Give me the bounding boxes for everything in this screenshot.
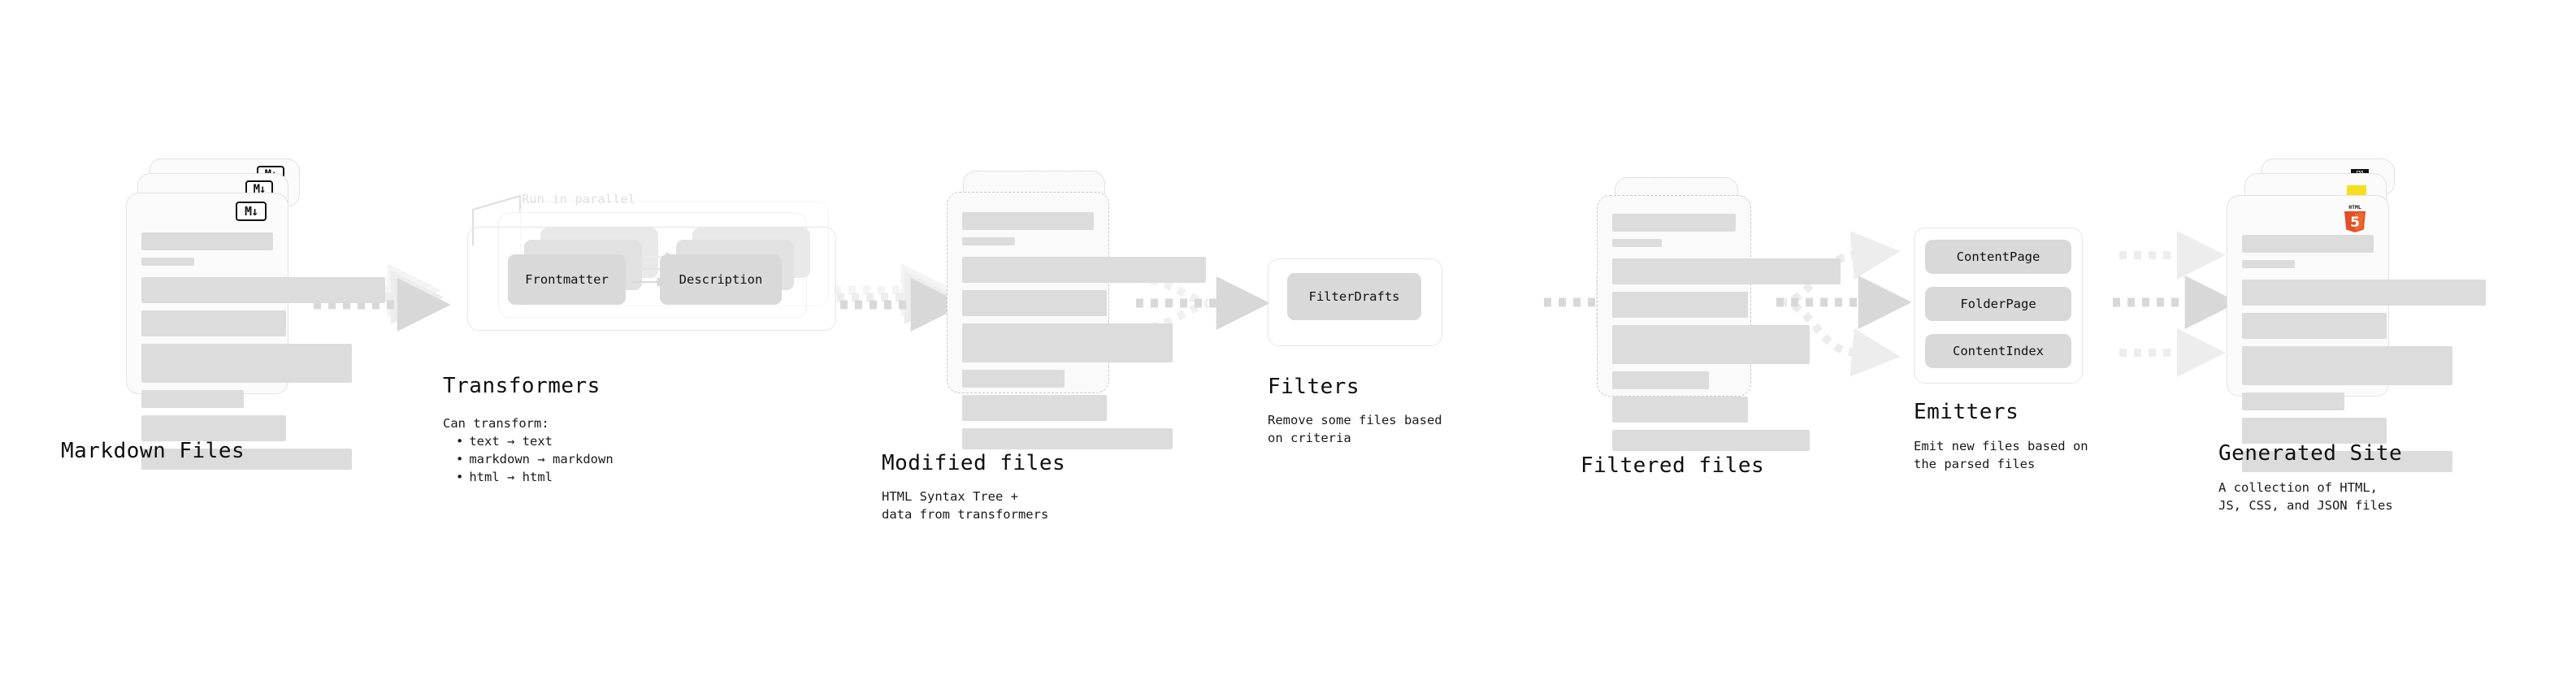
markdown-placeholder-bars <box>141 232 385 477</box>
connector-modified-to-filters <box>1135 275 1270 332</box>
stage-modified-files[interactable]: Modified files HTML Syntax Tree + data f… <box>882 171 1206 522</box>
placeholder-bar <box>962 370 1065 388</box>
filterdrafts-pill[interactable]: FilterDrafts <box>1287 273 1421 320</box>
stage-transformers[interactable]: Frontmatter Description Run in parallel … <box>443 191 849 484</box>
site-placeholder-bars <box>2242 235 2486 479</box>
markdown-files-title: Markdown Files <box>61 439 245 463</box>
transformers-title: Transformers <box>443 374 601 398</box>
stage-emitters[interactable]: ContentPage FolderPage ContentIndex Emit… <box>1914 228 2117 471</box>
filters-title: Filters <box>1268 375 1360 399</box>
placeholder-bar <box>1612 258 1841 284</box>
placeholder-bar <box>1612 430 1811 451</box>
contentpage-pill[interactable]: ContentPage <box>1925 240 2071 274</box>
placeholder-bar <box>141 415 287 441</box>
placeholder-bar <box>1612 397 1749 423</box>
html5-icon: HTML 5 <box>2344 204 2366 232</box>
stage-generated-site[interactable]: CSS HTML 5 Generated Site A collection o… <box>2218 158 2486 513</box>
placeholder-bar <box>962 237 1015 245</box>
placeholder-bar <box>141 390 245 408</box>
placeholder-bar <box>1612 214 1736 232</box>
connector-emitters-to-site <box>2113 231 2239 377</box>
transform-item-html: html → html <box>456 468 614 486</box>
placeholder-bar <box>141 258 194 266</box>
placeholder-bar <box>2242 313 2387 339</box>
transformers-subtitle-heading: Can transform: <box>443 416 549 431</box>
transformer-group-back2 <box>520 201 829 306</box>
filtered-card-front[interactable] <box>1597 195 1841 451</box>
run-in-parallel-label: Run in parallel <box>522 192 635 206</box>
placeholder-bar <box>962 323 1173 362</box>
svg-text:CSS: CSS <box>2356 171 2363 176</box>
placeholder-bar <box>962 212 1094 230</box>
placeholder-bar <box>1612 371 1709 389</box>
stage-filters[interactable]: FilterDrafts Filters Remove some files b… <box>1268 258 1455 445</box>
emitters-group[interactable] <box>1914 228 2083 384</box>
stage-markdown-files[interactable]: M↓ M↓ M↓ Markdown Files <box>61 158 385 470</box>
placeholder-bar <box>2242 393 2345 410</box>
placeholder-bar <box>141 310 287 336</box>
modified-files-title: Modified files <box>882 451 1066 475</box>
placeholder-bar <box>1612 325 1811 364</box>
placeholder-bar <box>2242 260 2295 268</box>
frontmatter-pill[interactable]: Frontmatter <box>508 254 626 305</box>
placeholder-bar <box>1612 292 1749 318</box>
modified-files-subtitle: HTML Syntax Tree + data from transformer… <box>882 489 1049 522</box>
filtered-files-title: Filtered files <box>1581 453 1765 478</box>
placeholder-bar <box>141 344 353 383</box>
markdown-icon: M↓ <box>236 202 267 221</box>
placeholder-bar <box>2242 235 2374 253</box>
placeholder-bar <box>2242 280 2486 306</box>
transform-item-markdown: markdown → markdown <box>456 450 613 468</box>
modified-placeholder-bars <box>962 212 1206 457</box>
placeholder-bar <box>141 449 353 470</box>
placeholder-bar <box>962 428 1173 449</box>
description-pill[interactable]: Description <box>660 254 782 305</box>
folderpage-pill[interactable]: FolderPage <box>1925 287 2071 321</box>
svg-text:HTML: HTML <box>2348 204 2361 210</box>
placeholder-bar <box>1612 239 1662 247</box>
site-card-front[interactable]: HTML 5 <box>2227 195 2486 472</box>
placeholder-bar <box>962 257 1206 283</box>
filters-subtitle: Remove some files based on criteria <box>1268 413 1442 445</box>
markdown-card-front[interactable]: M↓ <box>126 193 385 470</box>
stage-filtered-files[interactable]: Filtered files <box>1581 177 1841 478</box>
placeholder-bar <box>141 232 273 250</box>
generated-site-title: Generated Site <box>2218 441 2403 466</box>
placeholder-bar <box>2242 418 2387 444</box>
emitters-subtitle: Emit new files based on the parsed files <box>1914 439 2088 471</box>
transformer-group-front[interactable] <box>467 227 836 331</box>
emitters-title: Emitters <box>1914 400 2019 424</box>
placeholder-bar <box>2242 451 2453 472</box>
filters-group[interactable] <box>1268 258 1442 346</box>
transformers-subtitle: Can transform: text → text markdown → ma… <box>443 414 614 486</box>
modified-card-front[interactable] <box>947 192 1206 449</box>
generated-site-subtitle: A collection of HTML, JS, CSS, and JSON … <box>2218 480 2393 513</box>
transformer-inner-arrows <box>631 252 676 287</box>
placeholder-bar <box>141 277 385 303</box>
contentindex-pill[interactable]: ContentIndex <box>1925 334 2071 368</box>
placeholder-bar <box>962 290 1108 316</box>
svg-text:5: 5 <box>2350 215 2360 231</box>
filtered-placeholder-bars <box>1612 214 1841 458</box>
placeholder-bar <box>962 395 1108 421</box>
placeholder-bar <box>2242 346 2453 385</box>
transform-item-text: text → text <box>456 432 614 450</box>
